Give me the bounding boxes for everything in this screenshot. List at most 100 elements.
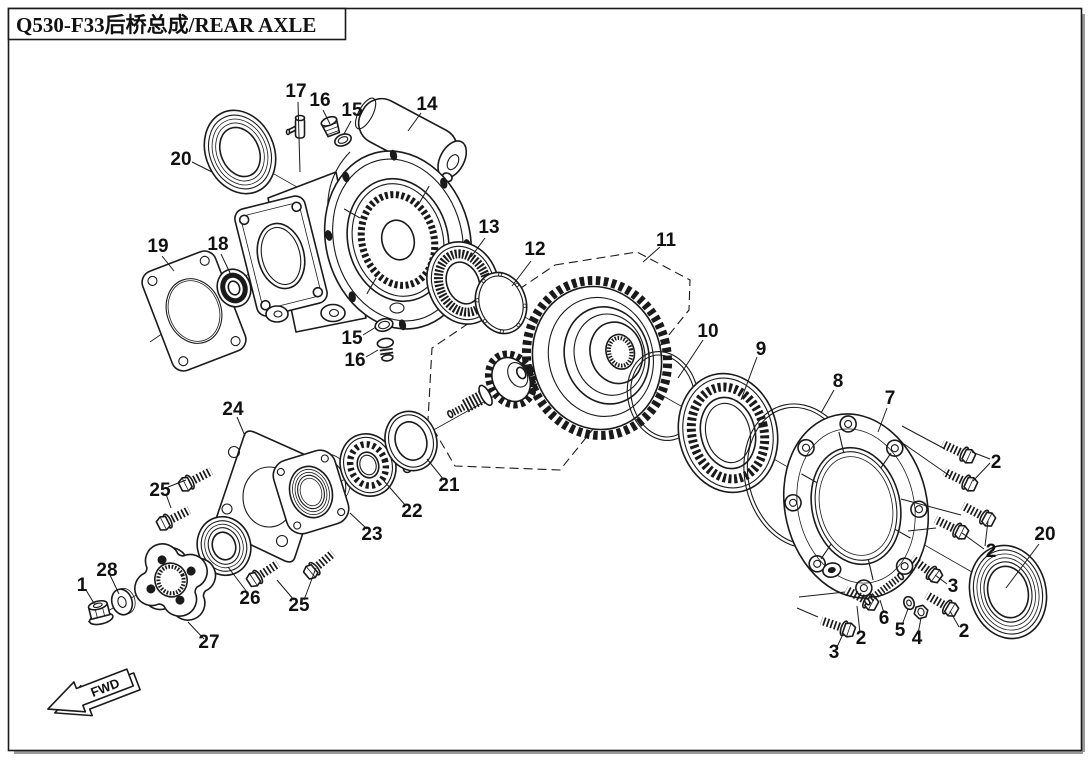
ring-gear-group-outline bbox=[427, 251, 691, 471]
leader-line-part-15 bbox=[343, 120, 352, 135]
leader-line-part-18 bbox=[220, 253, 232, 276]
part-label-2: 2 bbox=[856, 628, 867, 649]
washer-28 bbox=[110, 587, 136, 616]
leader-line-part-25 bbox=[303, 567, 317, 601]
part-label-16: 16 bbox=[344, 350, 365, 371]
leader-line-part-28 bbox=[109, 574, 120, 595]
part-label-23: 23 bbox=[361, 524, 382, 545]
leader-line-part-27 bbox=[187, 621, 205, 640]
ring-gear-11 bbox=[521, 276, 673, 440]
leader-line-part-25 bbox=[276, 579, 295, 601]
part-label-2: 2 bbox=[991, 452, 1002, 473]
leader-line-part-22 bbox=[383, 480, 407, 507]
leader-line-part-14 bbox=[407, 112, 422, 132]
housing-input-flange bbox=[234, 195, 328, 317]
leader-line-part-24 bbox=[236, 416, 246, 437]
oil-seal-26 bbox=[196, 515, 252, 577]
part-label-16: 16 bbox=[309, 90, 330, 111]
seal-ring-21 bbox=[384, 410, 438, 474]
part-label-28: 28 bbox=[96, 560, 117, 581]
leader-line-part-17 bbox=[297, 101, 301, 173]
part-label-20: 20 bbox=[170, 149, 191, 170]
page-title: Q530-F33后桥总成/REAR AXLE bbox=[16, 13, 316, 37]
leader-line-part-20 bbox=[191, 161, 213, 173]
part-label-25: 25 bbox=[288, 595, 310, 616]
part-label-13: 13 bbox=[478, 217, 499, 238]
leader-line-part-2 bbox=[961, 532, 985, 550]
part-label-15: 15 bbox=[341, 100, 363, 121]
pinion-gear bbox=[447, 350, 538, 419]
leader-line-part-13 bbox=[470, 237, 486, 258]
part-label-18: 18 bbox=[207, 234, 228, 255]
part-label-9: 9 bbox=[756, 339, 767, 360]
plug-16-top bbox=[320, 115, 341, 138]
leader-line-part-16 bbox=[322, 109, 331, 125]
leader-line-part-12 bbox=[511, 260, 532, 287]
leader-line-part-1 bbox=[85, 589, 96, 606]
part-label-21: 21 bbox=[438, 475, 460, 496]
oil-seal-20-left bbox=[203, 109, 277, 195]
leader-line-part-19 bbox=[161, 255, 175, 272]
connector-lines bbox=[796, 425, 962, 618]
needle-bearing-13 bbox=[426, 241, 500, 325]
flange-nut-1 bbox=[87, 599, 114, 626]
cover-bolt-ears bbox=[784, 415, 928, 597]
leader-line-part-2 bbox=[971, 451, 991, 460]
bearing-cover-7 bbox=[782, 413, 930, 599]
part-label-26: 26 bbox=[239, 588, 260, 609]
part-label-17: 17 bbox=[285, 81, 306, 102]
part-label-22: 22 bbox=[401, 501, 422, 522]
part-label-4: 4 bbox=[912, 628, 923, 649]
part-label-25: 25 bbox=[149, 480, 171, 501]
gear-case-housing bbox=[234, 97, 473, 333]
leader-line-part-11 bbox=[642, 246, 661, 263]
fwd-arrow: FWD bbox=[47, 668, 141, 717]
nut-4 bbox=[913, 604, 929, 620]
hub-27 bbox=[134, 543, 217, 621]
leader-line-part-25 bbox=[167, 479, 187, 488]
leader-line-part-2 bbox=[972, 462, 991, 482]
part-label-15: 15 bbox=[341, 328, 363, 349]
part-label-8: 8 bbox=[833, 371, 844, 392]
leader-line-part-7 bbox=[877, 407, 888, 433]
part-label-24: 24 bbox=[222, 399, 244, 420]
leader-line-part-23 bbox=[349, 512, 368, 530]
plug-16-drain bbox=[376, 337, 395, 362]
part-label-2: 2 bbox=[986, 541, 997, 562]
leader-line-part-26 bbox=[227, 566, 248, 593]
leader-line-part-2 bbox=[984, 520, 989, 547]
leader-line-part-5 bbox=[901, 608, 909, 626]
washer-15-top bbox=[334, 133, 352, 147]
title-block: Q530-F33后桥总成/REAR AXLE bbox=[7, 7, 347, 41]
washer-5 bbox=[903, 595, 915, 611]
leader-line-part-8 bbox=[820, 389, 835, 414]
leader-line-part-16 bbox=[365, 349, 379, 358]
leader-line-part-10 bbox=[677, 339, 704, 379]
leader-line-part-2 bbox=[949, 610, 960, 628]
flanged-spacer-23 bbox=[272, 449, 351, 535]
ball-bearing-22 bbox=[339, 433, 397, 497]
leader-line-part-3 bbox=[934, 574, 948, 585]
part-label-14: 14 bbox=[416, 94, 438, 115]
leader-line-part-2 bbox=[856, 605, 861, 634]
leader-line-part-15 bbox=[362, 326, 377, 336]
part-label-12: 12 bbox=[524, 239, 545, 260]
stud-6 bbox=[863, 572, 905, 606]
part-label-20: 20 bbox=[1034, 524, 1055, 545]
part-label-5: 5 bbox=[895, 620, 906, 641]
leader-line-part-4 bbox=[917, 617, 922, 635]
part-label-1: 1 bbox=[77, 575, 88, 596]
part-label-3: 3 bbox=[948, 576, 959, 597]
leader-line-part-20 bbox=[1005, 543, 1040, 589]
part-label-11: 11 bbox=[656, 230, 677, 251]
part-label-10: 10 bbox=[697, 321, 718, 342]
part-label-19: 19 bbox=[147, 236, 168, 257]
leader-line-part-25 bbox=[165, 493, 172, 509]
part-label-3: 3 bbox=[829, 642, 840, 663]
leader-line-part-21 bbox=[426, 458, 445, 481]
part-label-2: 2 bbox=[959, 621, 970, 642]
part-label-7: 7 bbox=[885, 388, 896, 409]
oil-seal-20-right bbox=[968, 544, 1048, 640]
